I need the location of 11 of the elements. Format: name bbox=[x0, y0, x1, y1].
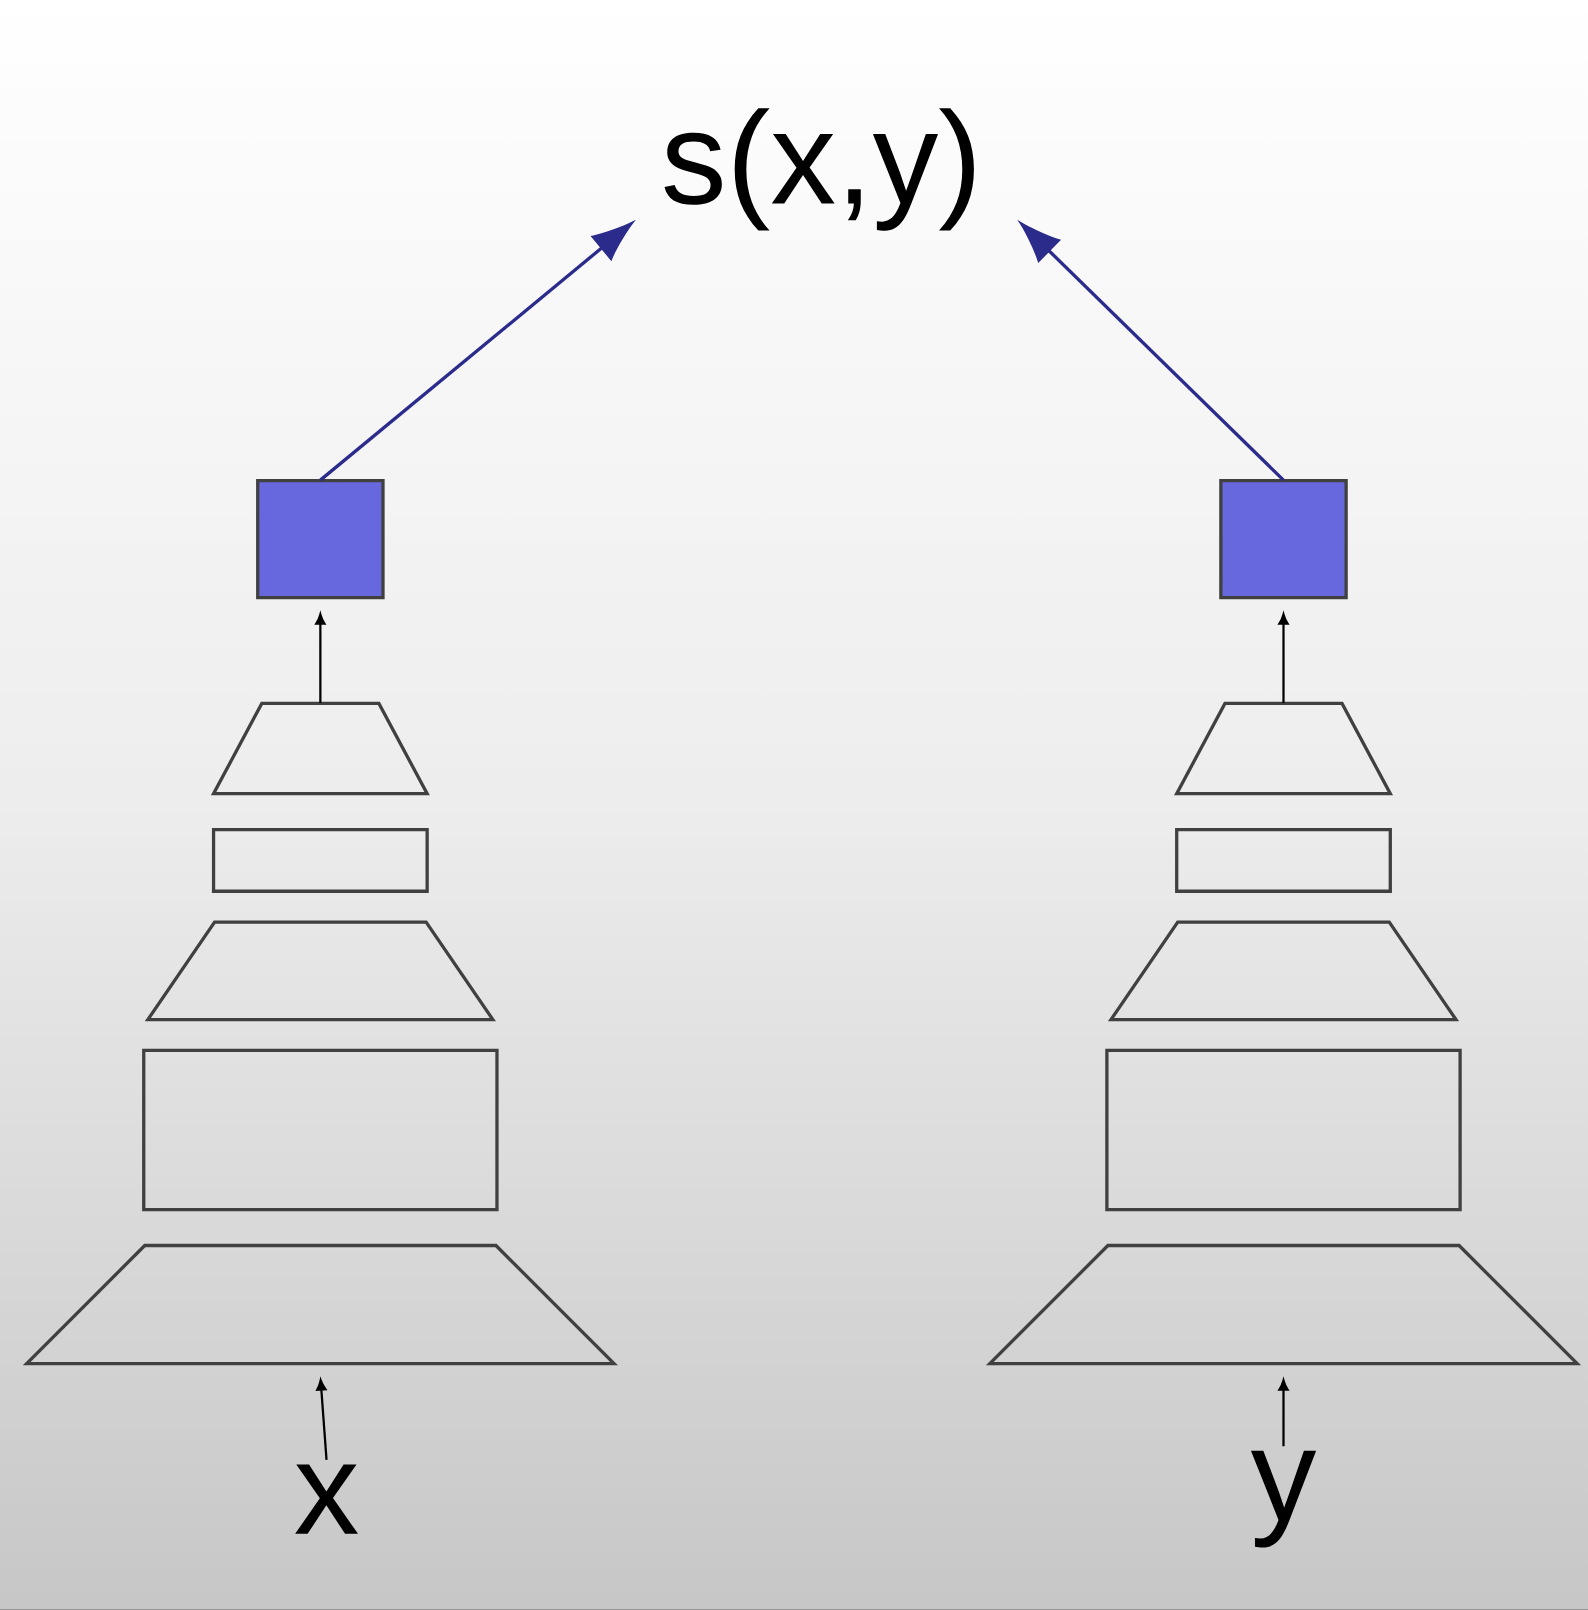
arrow bbox=[315, 1379, 328, 1460]
arrow bbox=[314, 613, 326, 703]
layer-box bbox=[211, 828, 429, 893]
filled-square bbox=[255, 478, 385, 600]
node-label: x bbox=[294, 1464, 358, 1534]
filled-square bbox=[1219, 478, 1348, 600]
layer-box bbox=[141, 1048, 499, 1212]
node-label: s(x,y) bbox=[664, 108, 974, 231]
layer-box bbox=[1174, 828, 1392, 893]
node-label: y bbox=[1250, 1450, 1316, 1548]
layer-box bbox=[1105, 1048, 1462, 1212]
